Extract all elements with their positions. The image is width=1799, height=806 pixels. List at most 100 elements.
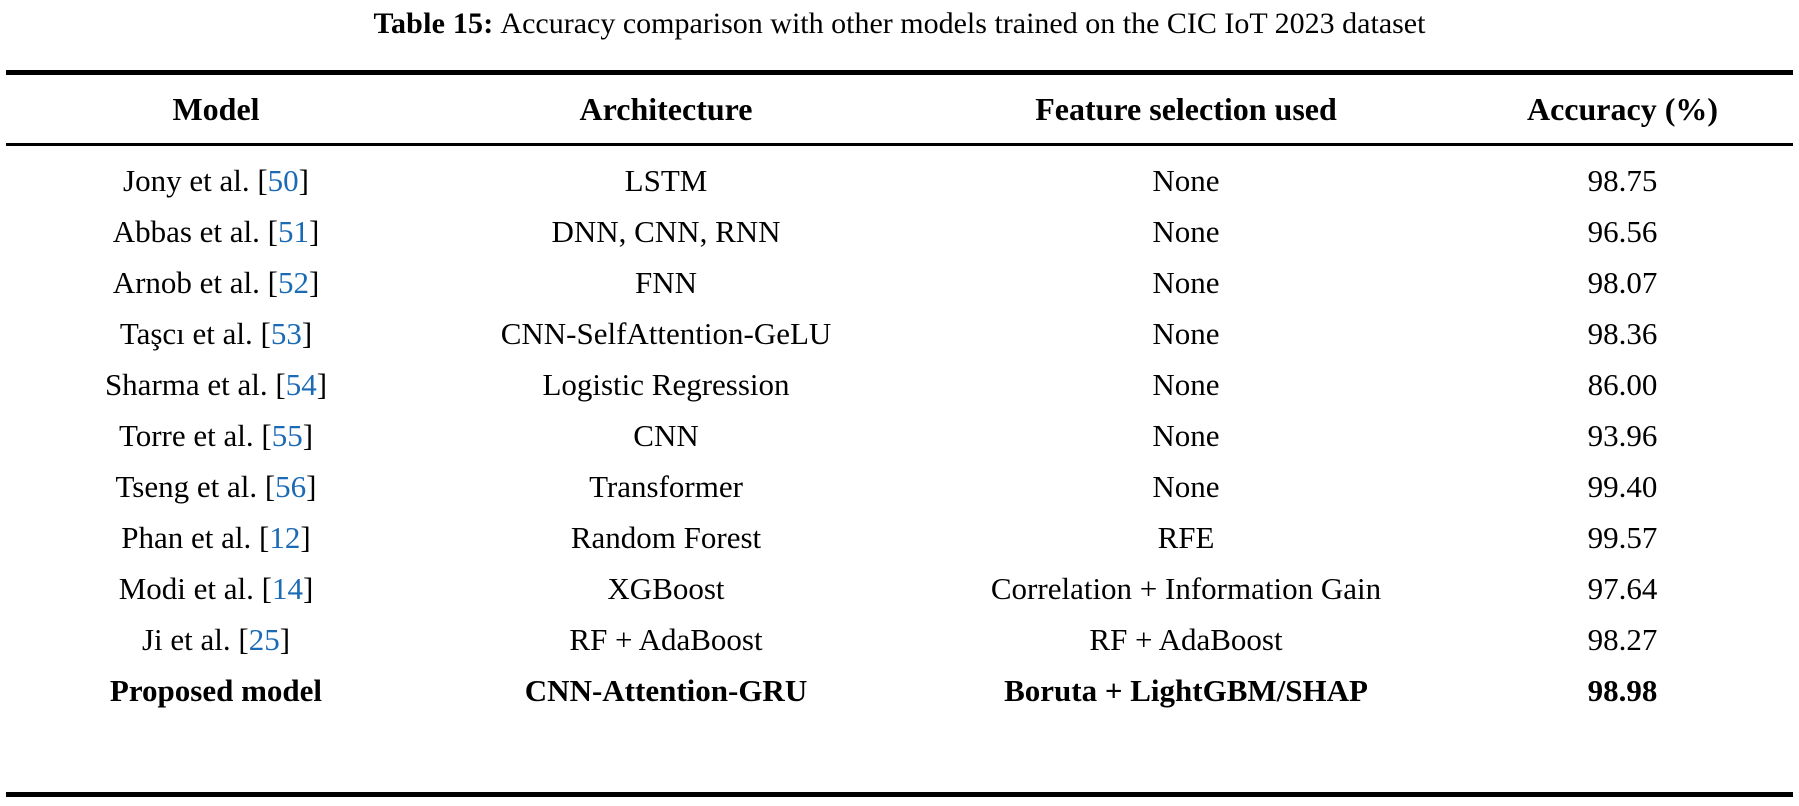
citation-bracket-open: [: [259, 520, 270, 555]
citation-bracket-close: ]: [302, 571, 314, 606]
citation-link[interactable]: 54: [285, 367, 317, 402]
cell-architecture: XGBoost: [607, 571, 725, 606]
cell-model: Arnob et al. [52]: [6, 257, 426, 308]
cell-feature-selection: Boruta + LightGBM/SHAP: [1004, 673, 1368, 708]
model-name: Tseng et al.: [115, 469, 258, 504]
cell-feature-selection: Correlation + Information Gain: [990, 571, 1382, 606]
cell-architecture: CNN-Attention-GRU: [524, 673, 808, 708]
cell-accuracy: 99.40: [1587, 469, 1658, 504]
citation-bracket-close: ]: [302, 418, 314, 453]
citation-bracket-open: [: [260, 316, 271, 351]
table-header-row: Model Architecture Feature selection use…: [6, 75, 1793, 143]
citation-bracket-open: [: [267, 265, 278, 300]
cell-feature-selection: RF + AdaBoost: [1089, 622, 1283, 657]
cell-accuracy: 97.64: [1587, 571, 1658, 606]
cell-feature-selection: None: [1152, 214, 1220, 249]
citation-bracket-close: ]: [316, 367, 328, 402]
citation-link[interactable]: 55: [271, 418, 303, 453]
table-row: Torre et al. [55] CNN None 93.96: [6, 410, 1793, 461]
citation-bracket-close: ]: [308, 214, 320, 249]
table-header-rule: [6, 143, 1793, 146]
cell-architecture: Random Forest: [570, 520, 762, 555]
cell-model: Torre et al. [55]: [6, 410, 426, 461]
cell-model: Modi et al. [14]: [6, 563, 426, 614]
citation-bracket-open: [: [267, 214, 278, 249]
citation-bracket-close: ]: [301, 316, 313, 351]
cell-model: Tseng et al. [56]: [6, 461, 426, 512]
table-bottom-rule: [6, 792, 1793, 797]
cell-architecture: CNN-SelfAttention-GeLU: [500, 316, 832, 351]
citation-link[interactable]: 53: [270, 316, 302, 351]
cell-feature-selection: None: [1152, 265, 1220, 300]
cell-feature-selection: None: [1152, 163, 1220, 198]
cell-accuracy: 98.07: [1587, 265, 1658, 300]
citation-link[interactable]: 14: [271, 571, 303, 606]
citation-bracket-open: [: [257, 163, 268, 198]
table-row: Sharma et al. [54] Logistic Regression Non…: [6, 359, 1793, 410]
citation-link[interactable]: 50: [267, 163, 299, 198]
table-row: Arnob et al. [52] FNN None 98.07: [6, 257, 1793, 308]
model-name: Jony et al.: [123, 163, 250, 198]
citation-link[interactable]: 56: [275, 469, 307, 504]
citation-link[interactable]: 25: [248, 622, 280, 657]
citation-link[interactable]: 12: [269, 520, 301, 555]
cell-model: Taşcı et al. [53]: [6, 308, 426, 359]
cell-feature-selection: None: [1152, 367, 1220, 402]
table-row: Taşcı et al. [53] CNN-SelfAttention-GeLU N…: [6, 308, 1793, 359]
cell-feature-selection: RFE: [1157, 520, 1215, 555]
model-name: Ji et al.: [141, 622, 231, 657]
cell-model: Abbas et al. [51]: [6, 206, 426, 257]
table-caption: Table 15:Accuracy comparison with other …: [0, 2, 1799, 46]
table-row: Modi et al. [14] XGBoost Correlation + Inf…: [6, 563, 1793, 614]
model-name: Modi et al.: [118, 571, 254, 606]
citation-link[interactable]: 51: [277, 214, 309, 249]
citation-bracket-open: [: [261, 418, 272, 453]
citation-bracket-open: [: [275, 367, 286, 402]
citation-bracket-close: ]: [308, 265, 320, 300]
model-name: Proposed model: [109, 673, 323, 708]
caption-label: Table 15:: [373, 7, 494, 40]
column-header-model: Model: [172, 91, 260, 127]
cell-architecture: DNN, CNN, RNN: [551, 214, 781, 249]
cell-model: Proposed model: [6, 665, 426, 716]
cell-model: Jony et al. [50]: [6, 143, 426, 206]
cell-architecture: RF + AdaBoost: [569, 622, 763, 657]
cell-model: Phan et al. [12]: [6, 512, 426, 563]
citation-link[interactable]: 52: [277, 265, 309, 300]
cell-architecture: CNN: [633, 418, 699, 453]
cell-feature-selection: None: [1152, 316, 1220, 351]
cell-model: Sharma et al. [54]: [6, 359, 426, 410]
table-top-rule: [6, 70, 1793, 75]
column-header-architecture: Architecture: [579, 91, 753, 127]
model-name: Taşcı et al.: [119, 316, 253, 351]
citation-bracket-open: [: [261, 571, 272, 606]
cell-feature-selection: None: [1152, 418, 1220, 453]
model-name: Abbas et al.: [112, 214, 260, 249]
cell-architecture: LSTM: [624, 163, 708, 198]
cell-accuracy: 86.00: [1587, 367, 1658, 402]
cell-accuracy: 93.96: [1587, 418, 1658, 453]
model-name: Arnob et al.: [112, 265, 260, 300]
accuracy-comparison-table: Model Architecture Feature selection use…: [6, 75, 1793, 716]
cell-accuracy: 98.27: [1587, 622, 1658, 657]
model-name: Sharma et al.: [104, 367, 268, 402]
cell-architecture: Logistic Regression: [542, 367, 790, 402]
caption-text: Accuracy comparison with other models tr…: [500, 7, 1426, 40]
table-header: Model Architecture Feature selection use…: [6, 75, 1793, 143]
column-header-accuracy: Accuracy (%): [1526, 91, 1719, 127]
table-row: Proposed model CNN-Attention-GRU Boruta + …: [6, 665, 1793, 716]
cell-accuracy: 99.57: [1587, 520, 1658, 555]
cell-architecture: FNN: [634, 265, 697, 300]
citation-bracket-open: [: [238, 622, 249, 657]
cell-accuracy: 98.36: [1587, 316, 1658, 351]
column-header-feature-selection: Feature selection used: [1035, 91, 1337, 127]
model-name: Phan et al.: [121, 520, 252, 555]
cell-architecture: Transformer: [589, 469, 743, 504]
table-row: Phan et al. [12] Random Forest RFE 99.57: [6, 512, 1793, 563]
